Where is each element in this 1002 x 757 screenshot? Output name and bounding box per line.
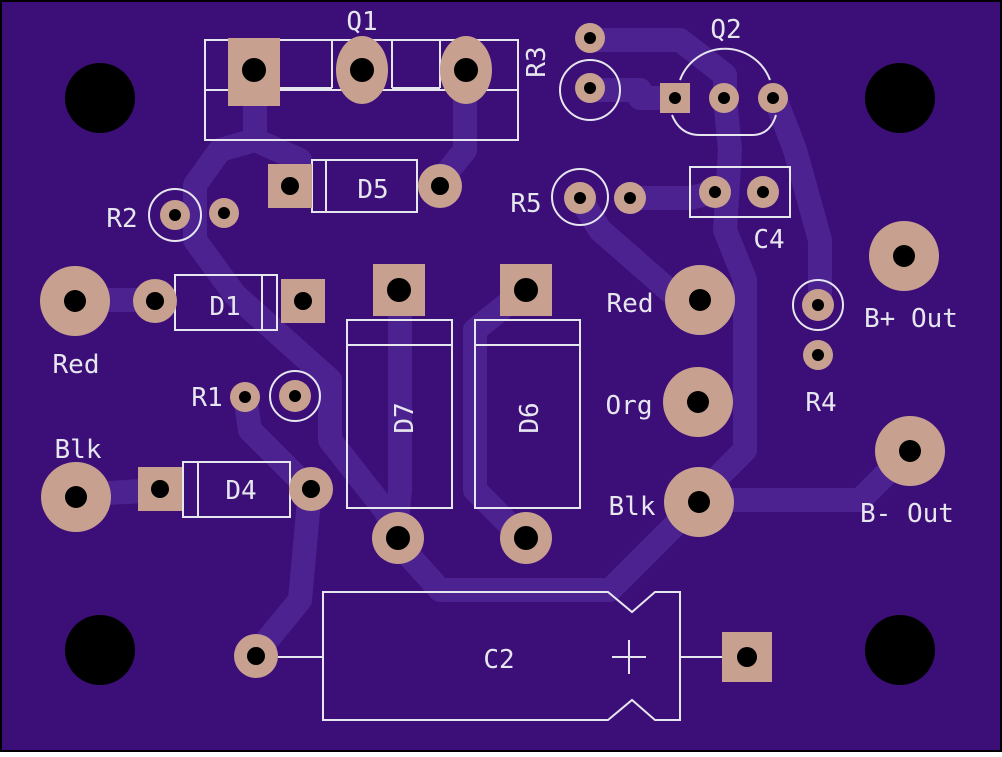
label-d5: D5 (357, 175, 388, 205)
drill (289, 390, 301, 402)
drill (687, 391, 709, 413)
trace (578, 78, 687, 110)
drill (688, 491, 710, 513)
drill (584, 82, 596, 94)
d7-outline (346, 319, 453, 509)
drill (242, 58, 266, 82)
mounting-hole (65, 615, 135, 685)
drill (169, 209, 181, 221)
label-d1: D1 (209, 292, 240, 322)
label-red-left: Red (53, 350, 100, 380)
trace (183, 58, 412, 552)
drill (718, 92, 730, 104)
drill (737, 647, 757, 667)
drill (899, 440, 921, 462)
label-r2: R2 (106, 204, 137, 234)
drill (151, 480, 169, 498)
trace (243, 478, 322, 667)
trace (383, 488, 712, 602)
label-b-minus-out: B- Out (860, 499, 954, 529)
c2-outline (322, 591, 681, 721)
drill (64, 290, 86, 312)
drill (281, 177, 299, 195)
trace (763, 86, 832, 317)
mounting-hole (865, 615, 935, 685)
d6-outline (474, 319, 581, 509)
c4-outline (689, 166, 791, 218)
label-q1: Q1 (346, 7, 377, 37)
drill (624, 192, 636, 204)
r1-outline (269, 370, 321, 422)
drill (584, 32, 596, 44)
label-d6: D6 (515, 402, 545, 433)
q2-outline (671, 114, 777, 136)
q2-outline (679, 47, 771, 81)
label-q2: Q2 (710, 15, 741, 45)
r2-outline (148, 188, 202, 242)
drill (669, 92, 681, 104)
label-r3: R3 (522, 46, 552, 77)
r5-outline (551, 168, 609, 226)
drill (514, 278, 538, 302)
label-red-right: Red (607, 289, 654, 319)
label-org: Org (606, 391, 653, 421)
pads (40, 23, 945, 682)
label-c2: C2 (483, 645, 514, 675)
drill (218, 207, 230, 219)
r4-outline (792, 279, 844, 331)
r3-outline (559, 59, 621, 121)
label-r1: R1 (191, 383, 222, 413)
drill (574, 192, 586, 204)
drill (514, 526, 538, 550)
drill (893, 245, 915, 267)
label-blk-right: Blk (609, 492, 656, 522)
label-d4: D4 (225, 476, 256, 506)
label-blk-left: Blk (55, 435, 102, 465)
drill (247, 647, 265, 665)
drill (767, 92, 779, 104)
drill (431, 177, 449, 195)
silkscreen-labels: Q1 Q2 R3 R2 R5 D5 C4 D1 Red Red B+ Out R… (53, 7, 958, 675)
label-b-plus-out: B+ Out (864, 304, 958, 334)
drill (812, 299, 824, 311)
drill (65, 486, 87, 508)
drill (757, 186, 769, 198)
mounting-hole (865, 63, 935, 133)
label-c4: C4 (753, 225, 784, 255)
drill (709, 186, 721, 198)
trace (578, 28, 757, 507)
drill (350, 58, 374, 82)
drill (386, 526, 410, 550)
drill (812, 349, 824, 361)
mounting-hole (65, 63, 135, 133)
label-d7: D7 (390, 402, 420, 433)
drill (387, 278, 411, 302)
drill (146, 292, 164, 310)
drill (689, 289, 711, 311)
label-r4: R4 (805, 388, 836, 418)
drill (294, 292, 312, 310)
drill (302, 480, 320, 498)
drill (454, 58, 478, 82)
drill (239, 391, 251, 403)
label-r5: R5 (510, 189, 541, 219)
